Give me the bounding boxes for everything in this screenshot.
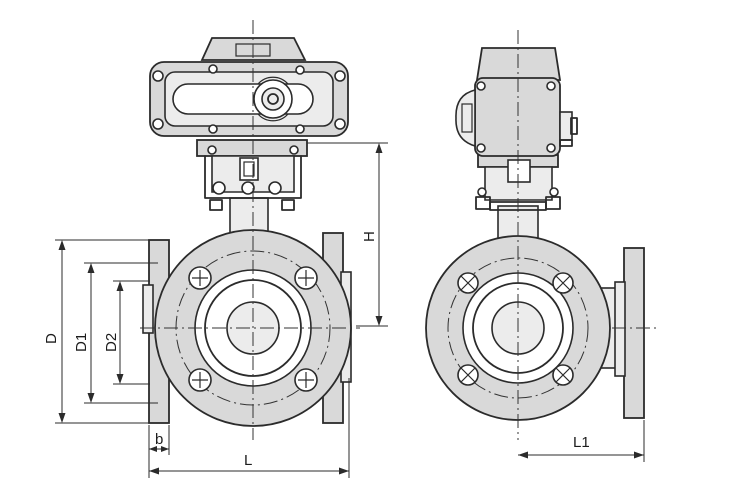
dimension-D (55, 239, 165, 424)
dimension-H (307, 142, 388, 327)
front-actuator (149, 37, 349, 137)
dimension-b-label: b (155, 431, 163, 448)
dimension-L1 (518, 420, 645, 462)
dimension-b (148, 425, 170, 478)
dimension-L-label: L (244, 452, 252, 469)
dimension-H-label: H (361, 231, 378, 242)
dimension-D1-label: D1 (73, 333, 90, 352)
dimension-D2-label: D2 (103, 333, 120, 352)
dimension-D-label: D (43, 333, 60, 344)
dimension-D2 (113, 280, 150, 385)
front-bracket (196, 139, 308, 211)
dimension-L1-label: L1 (573, 434, 590, 451)
side-actuator (455, 47, 578, 157)
front-view: D D1 D2 b (43, 20, 388, 478)
dimension-L (149, 378, 350, 478)
side-view: L1 (425, 30, 660, 462)
dimension-D1 (84, 262, 158, 404)
